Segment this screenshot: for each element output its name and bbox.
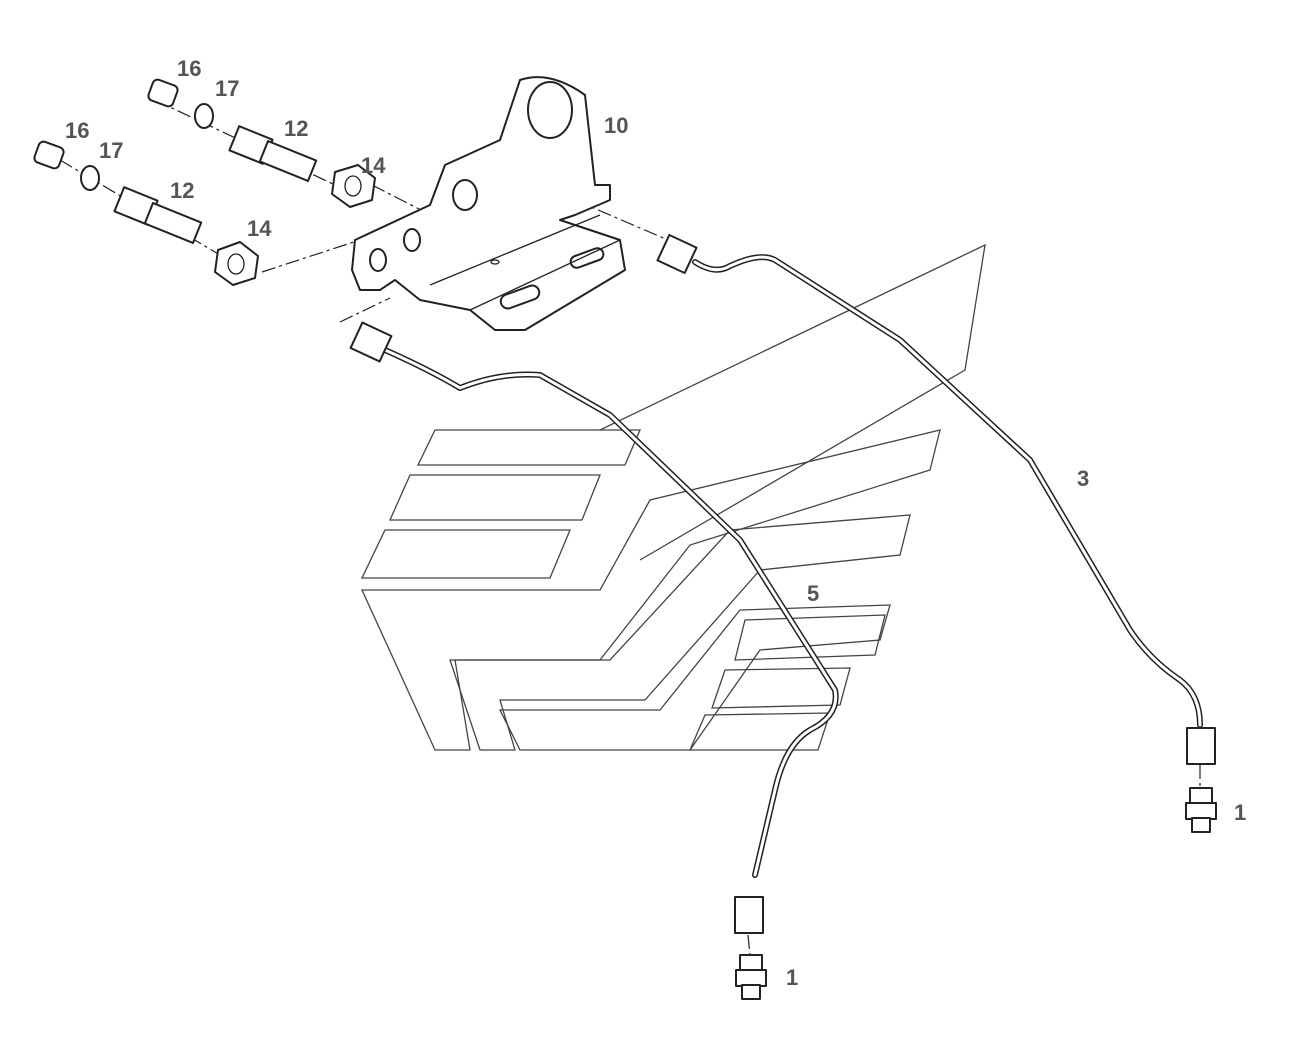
- bracket: [351, 76, 626, 331]
- callout-5: 5: [807, 581, 819, 606]
- callout-17-bottom: 17: [99, 138, 123, 163]
- callout-16-bottom: 16: [65, 118, 89, 143]
- leader-lines: [59, 99, 1201, 956]
- callout-16-top: 16: [177, 56, 201, 81]
- washer-16-top: [147, 78, 179, 108]
- callout-3: 3: [1077, 466, 1089, 491]
- callout-14-top: 14: [361, 153, 386, 178]
- callout-17-top: 17: [215, 76, 239, 101]
- callout-1-left: 1: [786, 965, 798, 990]
- seal-17-top: [194, 103, 214, 129]
- connector-1-right: [1185, 787, 1217, 833]
- washer-16-bottom: [33, 140, 65, 170]
- callout-1-right: 1: [1234, 800, 1246, 825]
- callout-12-bottom: 12: [170, 178, 194, 203]
- nut-14-top: [331, 164, 376, 208]
- seal-17-bottom: [80, 165, 100, 191]
- callouts: 16 17 12 14 16 17 12 14 10 3 5 1 1: [65, 56, 1246, 990]
- pipe-3: [656, 233, 1217, 833]
- fitting-set-top: [147, 78, 376, 208]
- pipe-5: [349, 321, 839, 1000]
- callout-14-bottom: 14: [247, 216, 272, 241]
- nut-14-bottom: [214, 241, 259, 286]
- callout-12-top: 12: [284, 116, 308, 141]
- watermark-logo: [360, 243, 986, 751]
- fitting-set-bottom: [33, 140, 259, 286]
- connector-1-left: [735, 954, 767, 1000]
- callout-10: 10: [604, 113, 628, 138]
